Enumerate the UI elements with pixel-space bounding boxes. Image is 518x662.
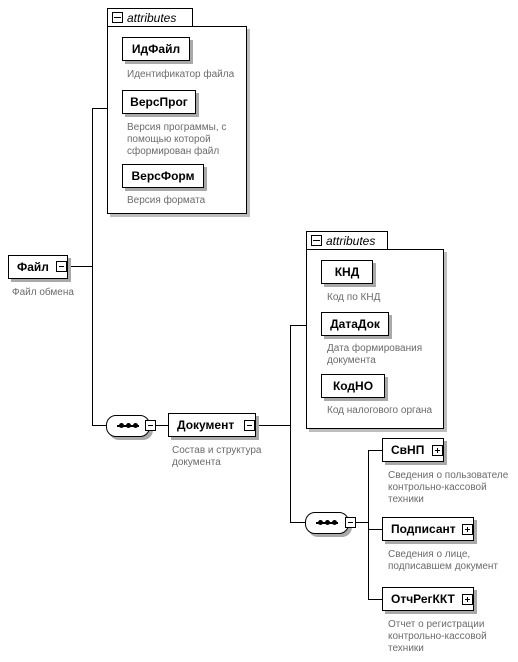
attribute-description: Версия программы, с помощью которой сфор… [127,122,227,157]
attribute-description: Дата формирования документа [327,343,423,366]
connector [156,425,168,426]
child-element[interactable]: Подписант [382,517,474,541]
child-element[interactable]: ОтчРегККТ [382,587,474,611]
document-element[interactable]: Документ [168,413,256,437]
connector [368,599,382,600]
expand-icon[interactable] [462,524,473,535]
element-name: Документ [177,418,235,432]
attributes-tab[interactable]: attributes [306,231,388,249]
attribute-name: КНД [334,265,360,279]
attribute-description: Код по КНД [327,292,381,303]
element-description: Сведения о пользователе контрольно-кассо… [388,470,509,505]
element-name: ОтчРегККТ [391,592,455,606]
attribute-name: ВерсПрог [130,95,188,109]
attribute-name: ДатаДок [330,317,380,331]
attribute-box[interactable]: ВерсПрог [122,90,196,114]
collapse-icon[interactable] [311,235,322,246]
attribute-box[interactable]: ВерсФорм [122,164,204,188]
element-description: Отчет о регистрации контрольно-кассовой … [388,619,487,654]
element-name: Файл [17,260,49,274]
collapse-icon[interactable] [345,517,356,528]
attributes-label: attributes [326,233,376,248]
attribute-name: ВерсФорм [131,169,195,183]
connector [290,325,291,523]
connector [368,450,369,599]
attributes-tab[interactable]: attributes [107,8,193,26]
root-element[interactable]: Файл [8,255,68,279]
element-description: Состав и структура документа [172,445,262,468]
attribute-box[interactable]: ДатаДок [321,312,389,336]
attribute-description: Идентификатор файла [127,69,235,80]
connector [92,108,93,426]
sequence-compositor[interactable] [305,512,349,534]
collapse-icon[interactable] [244,420,255,431]
attribute-name: КодНО [332,379,374,393]
connector [92,425,108,426]
attribute-description: Код налогового органа [327,405,433,416]
sequence-compositor[interactable] [106,415,150,437]
connector [256,425,290,426]
expand-icon[interactable] [432,445,443,456]
element-description: Файл обмена [12,287,74,298]
element-name: СвНП [391,443,425,457]
attribute-box[interactable]: ИдФайл [122,37,190,61]
collapse-icon[interactable] [56,261,67,272]
collapse-icon[interactable] [145,420,156,431]
connector [368,450,382,451]
connector [356,522,368,523]
connector [368,529,382,530]
connector [290,325,306,326]
collapse-icon[interactable] [112,12,123,23]
attribute-description: Версия формата [127,195,206,206]
attribute-box[interactable]: КодНО [321,374,385,398]
connector [92,108,107,109]
attribute-box[interactable]: КНД [321,260,373,284]
attributes-label: attributes [127,10,177,25]
attribute-name: ИдФайл [131,42,181,56]
connector [290,522,307,523]
connector [68,266,92,267]
expand-icon[interactable] [462,594,473,605]
element-description: Сведения о лице, подписавшем документ [388,549,499,572]
element-name: Подписант [391,522,456,536]
